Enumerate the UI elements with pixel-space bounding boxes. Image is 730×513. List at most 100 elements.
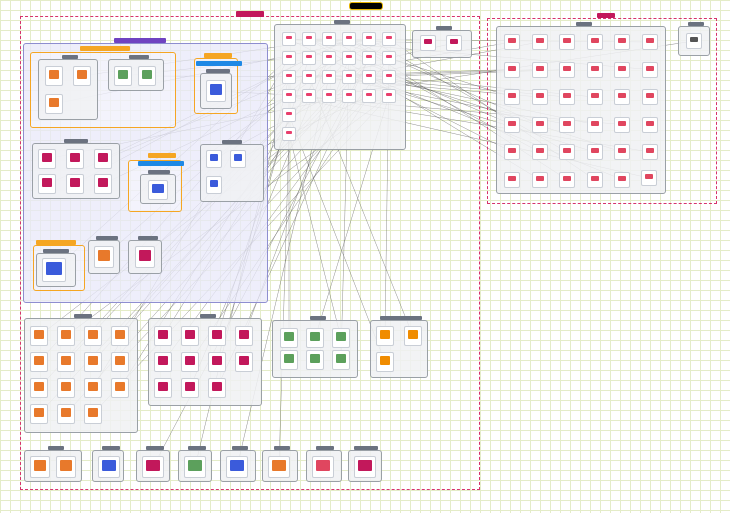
diagram-node[interactable]: [282, 70, 296, 84]
diagram-node[interactable]: [559, 116, 575, 133]
diagram-node[interactable]: [302, 32, 316, 46]
diagram-node[interactable]: [322, 70, 336, 84]
diagram-node[interactable]: [531, 144, 548, 160]
diagram-node[interactable]: [206, 80, 226, 102]
diagram-node[interactable]: [94, 149, 112, 169]
diagram-node[interactable]: [362, 89, 376, 103]
diagram-node[interactable]: [322, 89, 336, 103]
diagram-node[interactable]: [42, 258, 66, 282]
diagram-node[interactable]: [586, 34, 603, 50]
diagram-node[interactable]: [30, 404, 48, 424]
diagram-node[interactable]: [322, 32, 336, 46]
diagram-node[interactable]: [235, 352, 253, 372]
diagram-node[interactable]: [614, 89, 630, 105]
diagram-node[interactable]: [504, 61, 520, 78]
diagram-node[interactable]: [322, 51, 336, 65]
diagram-node[interactable]: [84, 326, 102, 346]
diagram-node[interactable]: [282, 127, 296, 141]
diagram-node[interactable]: [208, 378, 226, 398]
diagram-node[interactable]: [332, 350, 350, 370]
diagram-node[interactable]: [98, 456, 120, 478]
diagram-node[interactable]: [342, 70, 356, 84]
diagram-node[interactable]: [94, 174, 112, 194]
diagram-node[interactable]: [504, 144, 520, 160]
diagram-node[interactable]: [614, 116, 630, 133]
diagram-node[interactable]: [73, 66, 91, 86]
diagram-node[interactable]: [148, 180, 168, 200]
diagram-node[interactable]: [382, 89, 396, 103]
diagram-node[interactable]: [686, 33, 702, 49]
diagram-node[interactable]: [235, 326, 253, 346]
diagram-node[interactable]: [376, 352, 394, 372]
diagram-node[interactable]: [586, 116, 603, 133]
diagram-node[interactable]: [135, 246, 155, 268]
diagram-node[interactable]: [306, 328, 324, 348]
diagram-node[interactable]: [142, 456, 164, 478]
diagram-node[interactable]: [282, 89, 296, 103]
diagram-node[interactable]: [641, 34, 658, 50]
diagram-node[interactable]: [614, 34, 630, 50]
diagram-node[interactable]: [181, 352, 199, 372]
diagram-node[interactable]: [302, 51, 316, 65]
diagram-node[interactable]: [382, 70, 396, 84]
diagram-node[interactable]: [586, 89, 603, 105]
diagram-node[interactable]: [586, 61, 603, 78]
diagram-node[interactable]: [154, 378, 172, 398]
diagram-node[interactable]: [111, 352, 129, 372]
diagram-node[interactable]: [559, 34, 575, 50]
diagram-node[interactable]: [230, 150, 246, 168]
diagram-node[interactable]: [362, 51, 376, 65]
diagram-node[interactable]: [45, 94, 63, 114]
diagram-node[interactable]: [181, 378, 199, 398]
diagram-node[interactable]: [614, 61, 630, 78]
diagram-node[interactable]: [114, 66, 132, 86]
diagram-node[interactable]: [504, 116, 520, 133]
diagram-node[interactable]: [30, 352, 48, 372]
diagram-node[interactable]: [641, 170, 657, 186]
diagram-node[interactable]: [66, 149, 84, 169]
diagram-node[interactable]: [586, 171, 603, 188]
diagram-node[interactable]: [57, 352, 75, 372]
diagram-node[interactable]: [138, 66, 156, 86]
diagram-node[interactable]: [282, 108, 296, 122]
diagram-node[interactable]: [38, 149, 56, 169]
diagram-node[interactable]: [312, 456, 334, 478]
diagram-node[interactable]: [342, 32, 356, 46]
diagram-node[interactable]: [30, 456, 50, 478]
diagram-node[interactable]: [559, 61, 575, 78]
diagram-node[interactable]: [57, 404, 75, 424]
diagram-node[interactable]: [641, 89, 658, 105]
diagram-node[interactable]: [559, 144, 575, 160]
diagram-node[interactable]: [84, 404, 102, 424]
diagram-node[interactable]: [30, 326, 48, 346]
diagram-node[interactable]: [342, 51, 356, 65]
diagram-node[interactable]: [280, 328, 298, 348]
diagram-node[interactable]: [404, 326, 422, 346]
diagram-node[interactable]: [382, 32, 396, 46]
diagram-node[interactable]: [66, 174, 84, 194]
diagram-node[interactable]: [362, 32, 376, 46]
diagram-node[interactable]: [531, 116, 548, 133]
diagram-node[interactable]: [57, 326, 75, 346]
diagram-node[interactable]: [342, 89, 356, 103]
diagram-node[interactable]: [559, 89, 575, 105]
diagram-node[interactable]: [446, 35, 462, 51]
diagram-node[interactable]: [332, 328, 350, 348]
diagram-node[interactable]: [302, 70, 316, 84]
diagram-node[interactable]: [184, 456, 206, 478]
diagram-node[interactable]: [206, 150, 222, 168]
diagram-node[interactable]: [306, 350, 324, 370]
diagram-node[interactable]: [154, 326, 172, 346]
diagram-node[interactable]: [226, 456, 248, 478]
diagram-node[interactable]: [56, 456, 76, 478]
diagram-node[interactable]: [84, 352, 102, 372]
diagram-node[interactable]: [280, 350, 298, 370]
diagram-node[interactable]: [531, 89, 548, 105]
diagram-node[interactable]: [38, 174, 56, 194]
diagram-node[interactable]: [559, 171, 575, 188]
diagram-node[interactable]: [302, 89, 316, 103]
diagram-node[interactable]: [30, 378, 48, 398]
diagram-node[interactable]: [614, 171, 630, 188]
diagram-node[interactable]: [420, 35, 436, 51]
diagram-node[interactable]: [531, 34, 548, 50]
